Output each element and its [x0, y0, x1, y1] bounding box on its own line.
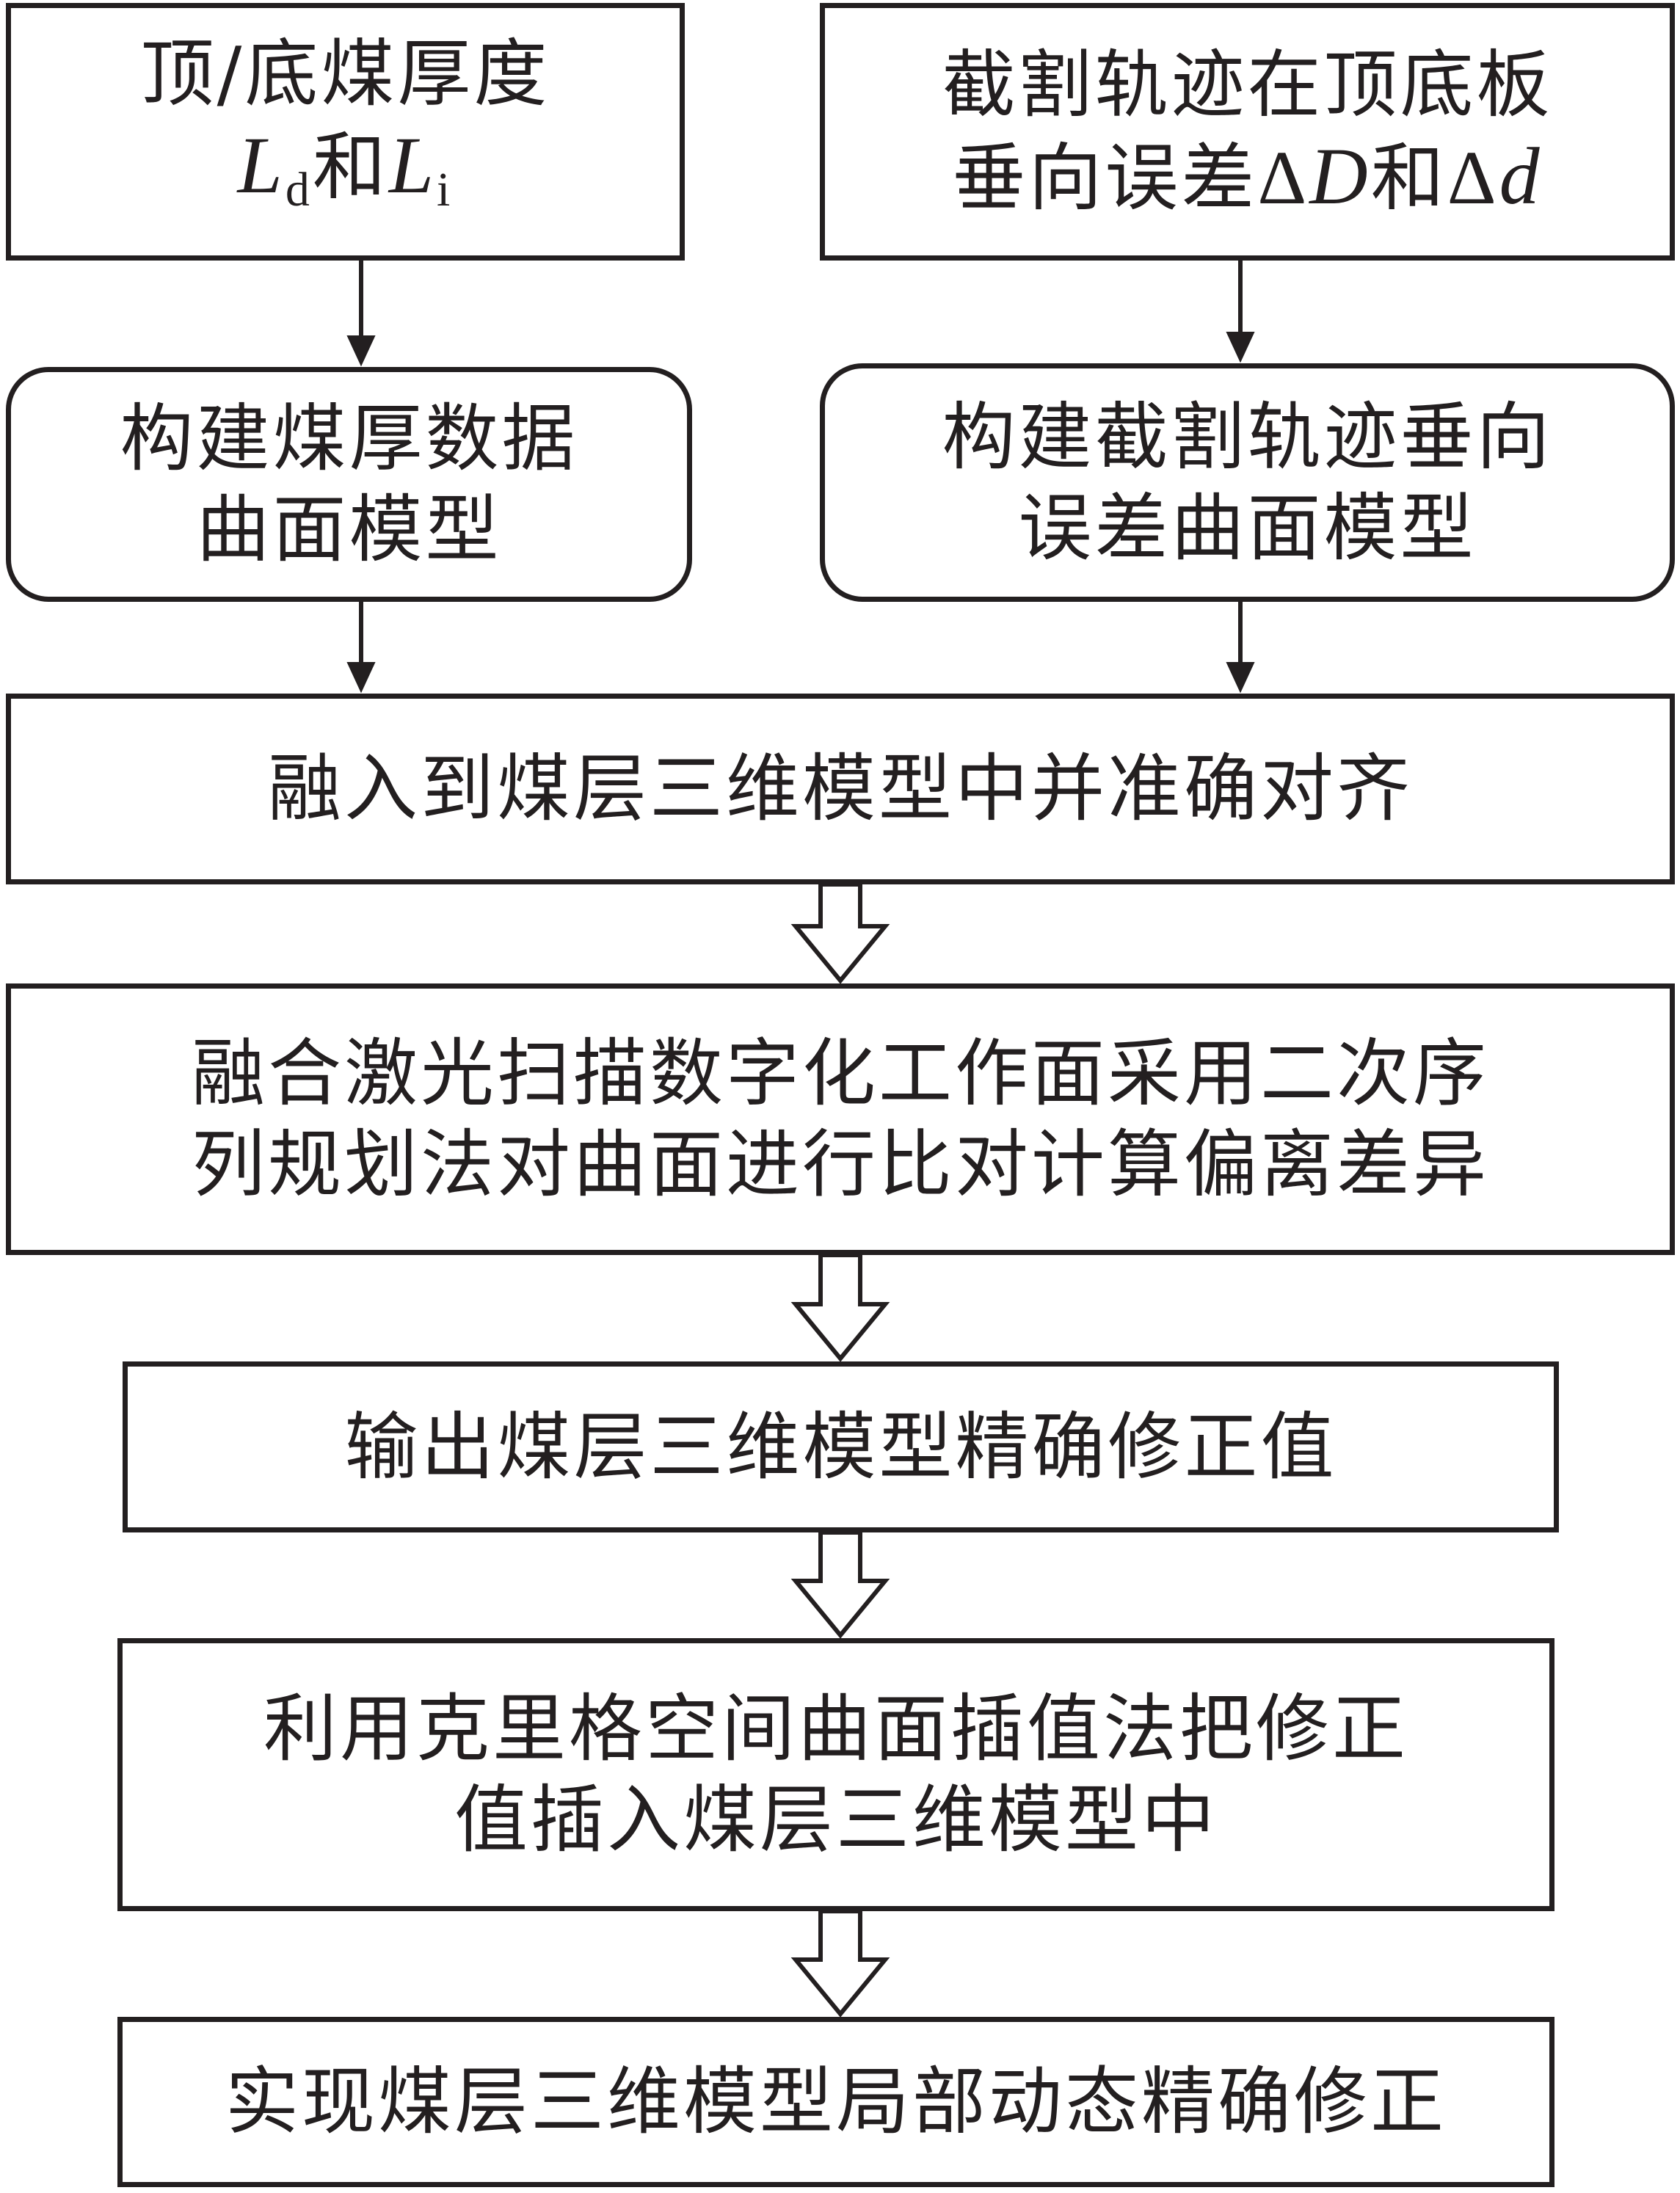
box-cutting-error-line2: 垂向误差ΔD和Δd — [952, 131, 1542, 224]
sub-i: i — [437, 162, 454, 217]
arrow-left-model-to-merge-head — [346, 662, 376, 694]
box-coal-thickness-input: 顶/底煤厚度 Ld和Li — [6, 3, 685, 261]
sub-d: d — [285, 162, 313, 217]
box-cutting-error-line1: 截割轨迹在顶底板 — [942, 42, 1553, 128]
box-laser-compare-line2: 列规划法对曲面进行比对计算偏离差异 — [192, 1121, 1489, 1207]
var-D: D — [1309, 131, 1371, 221]
box-output-correction: 输出煤层三维模型精确修正值 — [123, 1361, 1559, 1532]
box-final-correction-line1: 实现煤层三维模型局部动态精确修正 — [225, 2059, 1447, 2145]
arrow-right-model-to-merge-head — [1226, 662, 1255, 694]
box-coal-thickness-model-line2: 曲面模型 — [196, 487, 502, 572]
box-cutting-error-input: 截割轨迹在顶底板 垂向误差ΔD和Δd — [820, 3, 1675, 261]
var-d: d — [1499, 131, 1543, 221]
box-coal-thickness-line2: Ld和Li — [238, 120, 454, 236]
var-L-i: L — [388, 120, 437, 210]
box-kriging-interpolate-line2: 值插入煤层三维模型中 — [454, 1777, 1218, 1863]
box-kriging-interpolate-line1: 利用克里格空间曲面插值法把修正 — [263, 1686, 1408, 1772]
box-coal-thickness-model: 构建煤厚数据 曲面模型 — [6, 367, 692, 602]
box-coal-thickness-model-line1: 构建煤厚数据 — [120, 396, 578, 481]
box-cutting-error-model: 构建截割轨迹垂向 误差曲面模型 — [820, 363, 1675, 602]
box-cutting-error-model-line2: 误差曲面模型 — [1018, 484, 1477, 571]
hollow-arrow-interpolate-to-final — [790, 1909, 890, 2018]
hollow-arrow-merge-to-compare — [790, 882, 890, 984]
hollow-arrow-output-to-interpolate — [790, 1530, 890, 1639]
box-cutting-error-model-line1: 构建截割轨迹垂向 — [942, 393, 1553, 480]
box-final-correction: 实现煤层三维模型局部动态精确修正 — [117, 2017, 1554, 2187]
box-merge-align-line1: 融入到煤层三维模型中并准确对齐 — [268, 746, 1413, 832]
hollow-arrow-compare-to-output — [790, 1253, 890, 1362]
delta-symbol-d: Δ — [1447, 136, 1499, 220]
conj-and-right: 和 — [1370, 135, 1447, 221]
box-output-correction-line1: 输出煤层三维模型精确修正值 — [344, 1403, 1337, 1490]
var-L-d: L — [237, 120, 286, 210]
arrow-left-input-to-model-head — [346, 335, 376, 367]
delta-symbol-D: Δ — [1257, 136, 1310, 220]
box-kriging-interpolate: 利用克里格空间曲面插值法把修正 值插入煤层三维模型中 — [117, 1638, 1554, 1911]
box-coal-thickness-line1: 顶/底煤厚度 — [140, 30, 550, 117]
box-laser-compare-line1: 融合激光扫描数字化工作面采用二次序 — [192, 1030, 1489, 1116]
arrow-right-input-to-model-head — [1226, 332, 1255, 363]
conj-and-left: 和 — [312, 123, 389, 210]
box-laser-compare: 融合激光扫描数字化工作面采用二次序 列规划法对曲面进行比对计算偏离差异 — [6, 983, 1675, 1255]
vertical-error-label: 垂向误差 — [952, 135, 1258, 221]
box-merge-align: 融入到煤层三维模型中并准确对齐 — [6, 694, 1675, 884]
